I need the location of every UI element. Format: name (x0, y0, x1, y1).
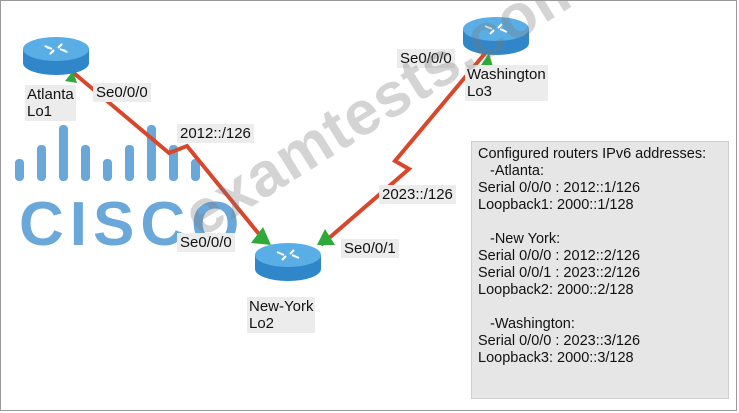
status-up-newyork-right-icon (317, 229, 335, 245)
info-newyork-line: Loopback2: 2000::2/128 (478, 282, 634, 298)
router-atlanta-icon[interactable] (19, 31, 93, 79)
router-washington-label: Washington Lo3 (465, 65, 548, 101)
info-atlanta-line: Serial 0/0/0 : 2012::1/126 (478, 180, 641, 196)
info-newyork-header: -New York: (490, 231, 561, 247)
cisco-logo-icon (15, 125, 200, 181)
router-atlanta-label: Atlanta Lo1 (25, 85, 76, 121)
status-up-washington-icon (481, 53, 493, 67)
info-newyork-line: Serial 0/0/0 : 2012::2/126 (478, 248, 641, 264)
info-washington-line: Loopback3: 2000::3/128 (478, 350, 634, 366)
ipv6-address-info-box: Configured routers IPv6 addresses: -Atla… (471, 141, 729, 399)
router-newyork-label: New-York Lo2 (247, 297, 316, 333)
info-title: Configured routers IPv6 addresses: (478, 146, 707, 162)
washington-name: Washington (467, 66, 546, 83)
link-atlanta-newyork-label: 2012::/126 (177, 124, 254, 143)
atlanta-name: Atlanta (27, 86, 74, 103)
newyork-left-interface-label: Se0/0/0 (177, 233, 235, 252)
status-up-atlanta-icon (65, 71, 77, 83)
status-up-newyork-left-icon (251, 227, 271, 245)
newyork-loopback: Lo2 (249, 315, 275, 332)
link-atlanta-newyork (67, 67, 265, 241)
info-washington-line: Serial 0/0/0 : 2023::3/126 (478, 333, 641, 349)
washington-loopback: Lo3 (467, 83, 493, 100)
router-washington-icon[interactable] (459, 11, 533, 59)
info-spacer (478, 299, 722, 316)
link-washington-newyork (319, 49, 489, 247)
atlanta-interface-label: Se0/0/0 (93, 83, 151, 102)
atlanta-loopback: Lo1 (27, 103, 53, 120)
info-atlanta-header: -Atlanta: (490, 163, 544, 179)
info-washington-header: -Washington: (490, 316, 575, 332)
newyork-right-interface-label: Se0/0/1 (341, 239, 399, 258)
link-washington-newyork-label: 2023::/126 (379, 185, 456, 204)
info-atlanta-line: Loopback1: 2000::1/128 (478, 197, 634, 213)
router-newyork-icon[interactable] (251, 237, 325, 285)
newyork-name: New-York (249, 298, 314, 315)
info-spacer (478, 214, 722, 231)
info-newyork-line: Serial 0/0/1 : 2023::2/126 (478, 265, 641, 281)
washington-interface-label: Se0/0/0 (397, 49, 455, 68)
